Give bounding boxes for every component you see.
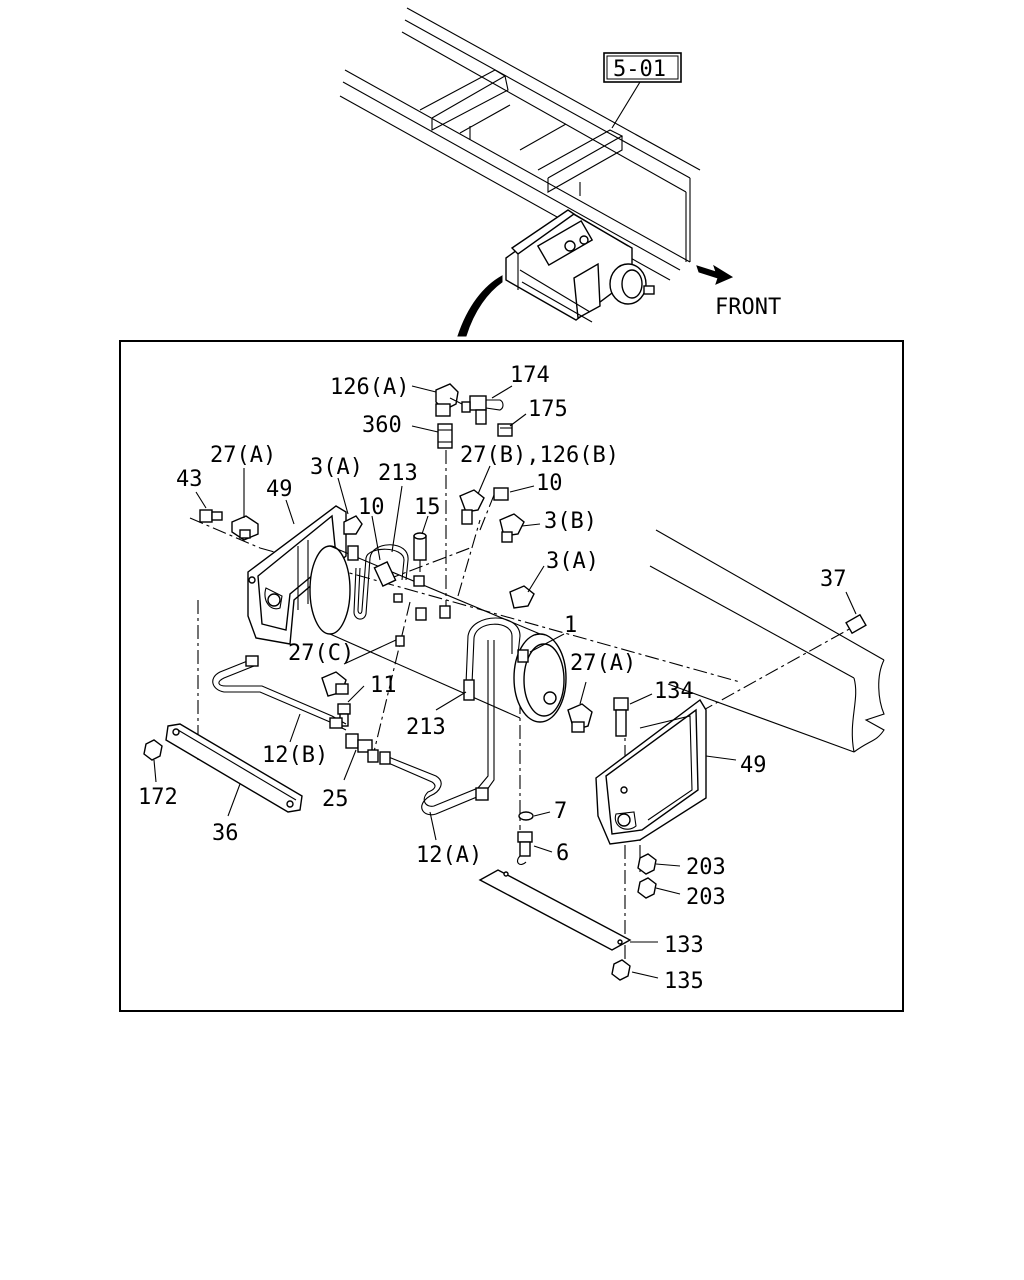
label-27c: 27(C) — [288, 641, 354, 666]
label-27b-126b: 27(B),126(B) — [460, 443, 619, 468]
label-3b: 3(B) — [544, 509, 597, 534]
detail-drawing — [143, 383, 885, 981]
reference-box: 5-01 — [603, 52, 682, 83]
label-133: 133 — [664, 933, 704, 958]
front-arrow-icon — [696, 264, 734, 285]
label-3a-mid: 3(A) — [546, 549, 599, 574]
part-labels: 126(A) 174 175 360 27(A) 43 49 3(A) 213 … — [138, 363, 847, 994]
label-12b: 12(B) — [262, 743, 328, 768]
tank-assembly-thumbnail — [505, 209, 655, 323]
label-203-a: 203 — [686, 855, 726, 880]
label-134: 134 — [654, 679, 694, 704]
detail-pointer-arrow — [457, 275, 503, 337]
label-10-right: 10 — [536, 471, 563, 496]
label-7: 7 — [554, 799, 567, 824]
label-172: 172 — [138, 785, 178, 810]
front-label: FRONT — [715, 295, 781, 320]
label-3a-top: 3(A) — [310, 455, 363, 480]
label-27a-right: 27(A) — [570, 651, 636, 676]
label-6: 6 — [556, 841, 569, 866]
detail-frame — [119, 340, 904, 1012]
label-213-top: 213 — [378, 461, 418, 486]
label-37: 37 — [820, 567, 847, 592]
label-126a: 126(A) — [330, 375, 409, 400]
label-25: 25 — [322, 787, 349, 812]
label-12a: 12(A) — [416, 843, 482, 868]
label-135: 135 — [664, 969, 704, 994]
chassis-overview — [339, 7, 701, 281]
label-49-left: 49 — [266, 477, 293, 502]
label-360: 360 — [362, 413, 402, 438]
label-174: 174 — [510, 363, 550, 388]
label-175: 175 — [528, 397, 568, 422]
label-1: 1 — [564, 613, 577, 638]
label-43: 43 — [176, 467, 203, 492]
label-11: 11 — [370, 673, 397, 698]
reference-label: 5-01 — [613, 57, 666, 82]
label-10-left: 10 — [358, 495, 385, 520]
label-49-right: 49 — [740, 753, 767, 778]
label-27a-top: 27(A) — [210, 443, 276, 468]
front-indicator: FRONT — [696, 264, 781, 320]
label-203-b: 203 — [686, 885, 726, 910]
label-213-bottom: 213 — [406, 715, 446, 740]
label-15: 15 — [414, 495, 441, 520]
label-36: 36 — [212, 821, 239, 846]
